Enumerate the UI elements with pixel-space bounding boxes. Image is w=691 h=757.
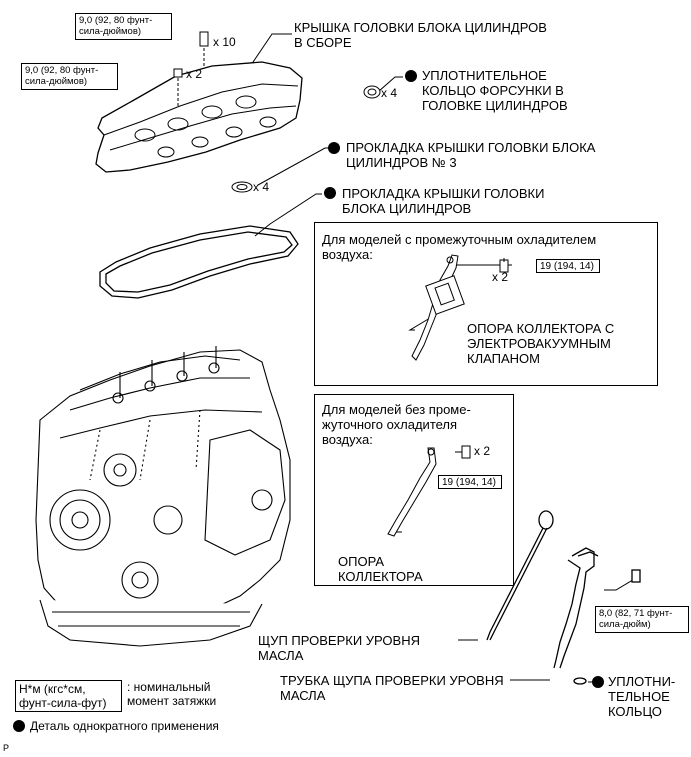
injector-seal-illustration: [363, 85, 381, 99]
engine-illustration: [35, 346, 291, 647]
torque-box-dipstick-guide: 8,0 (82, 71 фунт- сила-дюйм): [595, 606, 689, 633]
gasket-no3-illustration: [231, 181, 253, 193]
label-o-ring: УПЛОТНИ- ТЕЛЬНОЕ КОЛЬЦО: [608, 674, 676, 719]
multiplier-bracket-intercooler: x 2: [492, 270, 509, 284]
legend-non-reusable-text: Деталь однократного применения: [30, 719, 219, 733]
non-reusable-marker-o-ring: [592, 676, 604, 688]
non-reusable-marker-gasket-no3: [328, 142, 340, 154]
legend-torque-units: Н*м (кгс*см, фунт-сила-фут): [15, 680, 122, 712]
label-cover-assembly: КРЫШКА ГОЛОВКИ БЛОКА ЦИЛИНДРОВ В СБОРЕ: [294, 20, 547, 50]
torque-box-cover-nuts: 9,0 (92, 80 фунт- сила-дюймов): [21, 63, 118, 90]
manifold-bracket-illustration: [387, 445, 471, 537]
torque-box-bracket-intercooler: 19 (194, 14): [536, 259, 600, 273]
bracket-with-vsv-illustration: [411, 254, 509, 361]
label-gasket: ПРОКЛАДКА КРЫШКИ ГОЛОВКИ БЛОКА ЦИЛИНДРОВ: [342, 186, 545, 216]
label-dipstick: ЩУП ПРОВЕРКИ УРОВНЯ МАСЛА: [258, 633, 420, 663]
multiplier-cover-bolts: x 10: [213, 35, 236, 49]
multiplier-cover-nuts: x 2: [186, 67, 203, 81]
label-injector-seal: УПЛОТНИТЕЛЬНОЕ КОЛЬЦО ФОРСУНКИ В ГОЛОВКЕ…: [422, 68, 568, 113]
label-manifold-bracket: ОПОРА КОЛЛЕКТОРА: [338, 554, 423, 584]
cylinder-head-cover-illustration: [95, 31, 303, 173]
frame-without-intercooler: [314, 394, 514, 586]
oil-dipstick-illustration: [486, 510, 554, 641]
multiplier-injector-seals: x 4: [381, 86, 398, 100]
label-gasket-no3: ПРОКЛАДКА КРЫШКИ ГОЛОВКИ БЛОКА ЦИЛИНДРОВ…: [346, 140, 596, 170]
dipstick-guide-illustration: [553, 547, 641, 685]
corner-mark: P: [3, 743, 10, 753]
torque-box-cover-bolts: 9,0 (92, 80 фунт- сила-дюймов): [75, 13, 172, 40]
legend-torque-meaning: : номинальный момент затяжки: [127, 680, 217, 708]
torque-box-bracket-no-intercooler: 19 (194, 14): [438, 475, 502, 489]
head-cover-gasket-illustration: [99, 225, 299, 299]
multiplier-bracket-no-intercooler: x 2: [474, 444, 491, 458]
label-bracket-with-vsv: ОПОРА КОЛЛЕКТОРА С ЭЛЕКТРОВАКУУМНЫМ КЛАП…: [467, 321, 615, 366]
label-dipstick-guide: ТРУБКА ЩУПА ПРОВЕРКИ УРОВНЯ МАСЛА: [280, 673, 504, 703]
non-reusable-marker-injector-seal: [405, 70, 417, 82]
frame-with-intercooler: [314, 222, 658, 386]
frame-title-without-intercooler: Для моделей без проме- жуточного охладит…: [322, 402, 471, 447]
non-reusable-marker-gasket: [324, 187, 336, 199]
legend-non-reusable-marker: [13, 720, 25, 732]
frame-title-with-intercooler: Для моделей с промежуточным охладителем …: [322, 232, 597, 262]
multiplier-gasket-no3: x 4: [253, 180, 270, 194]
